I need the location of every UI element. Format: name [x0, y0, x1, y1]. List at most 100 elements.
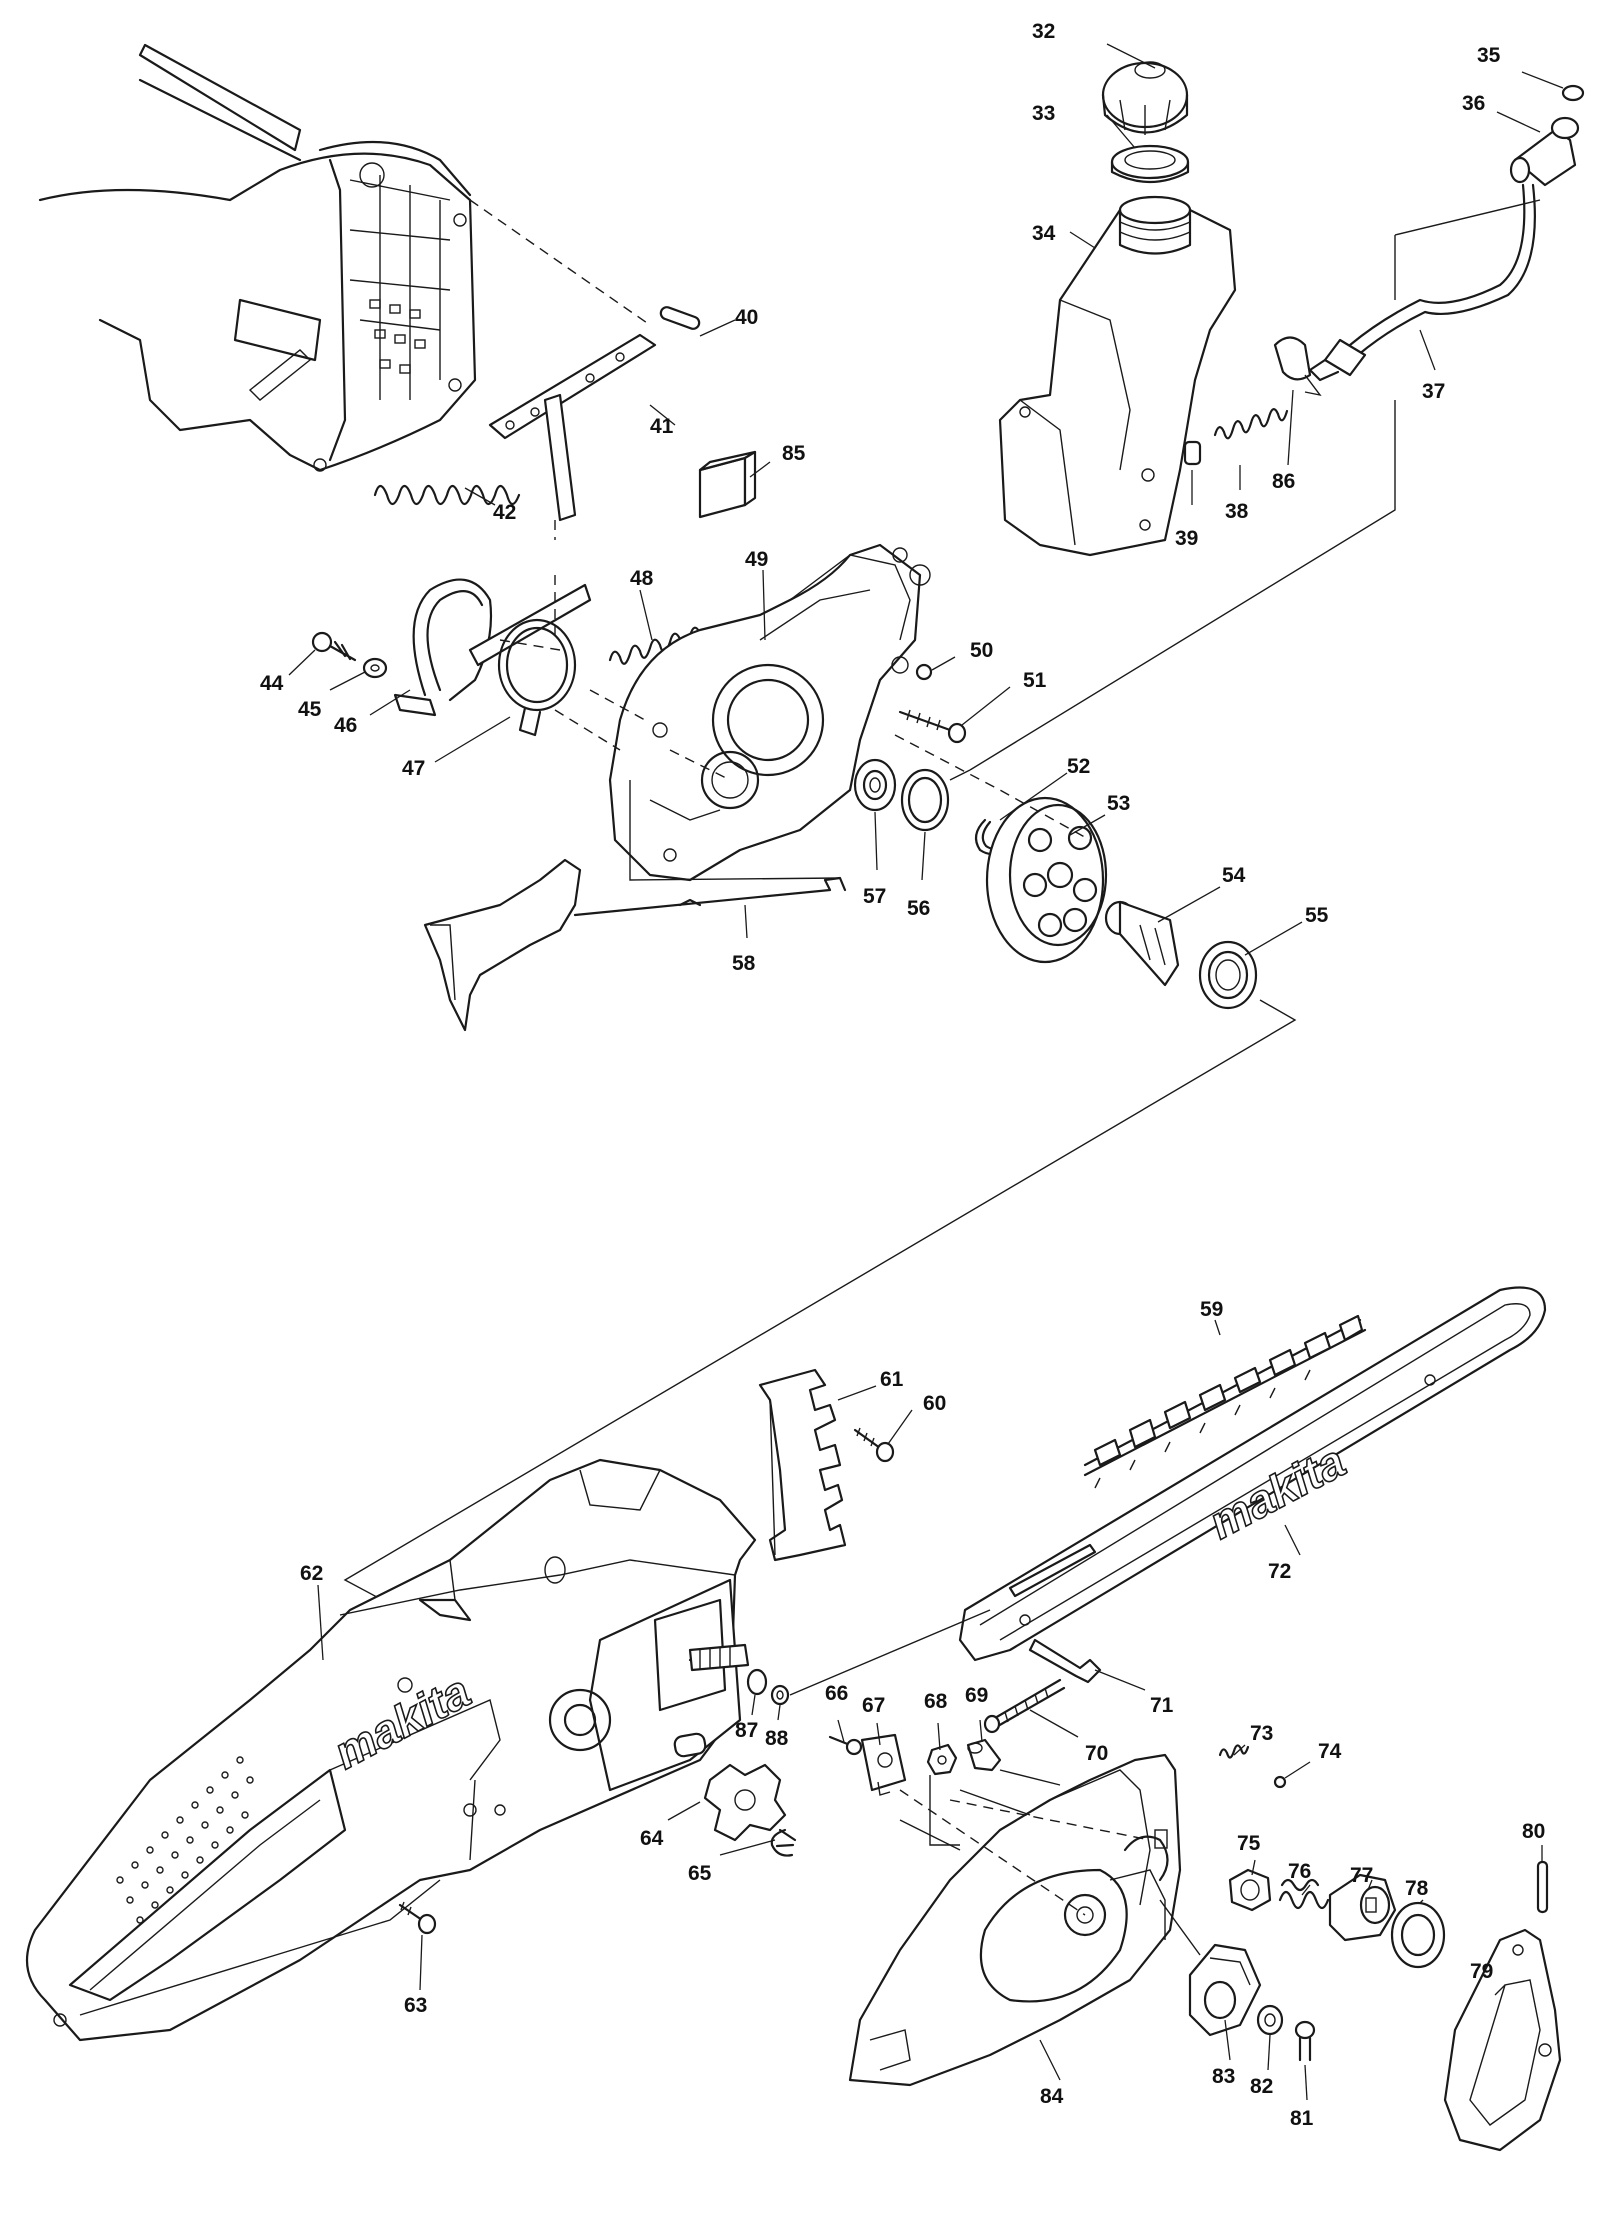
- part-label-69: 69: [965, 1684, 988, 1707]
- e-clip-65: [770, 1828, 797, 1857]
- spring-73: [1218, 1744, 1250, 1759]
- pin-40: [659, 306, 701, 330]
- gear-housing-49: [608, 543, 931, 882]
- band-47: [497, 618, 577, 737]
- oil-filter-39: [1183, 440, 1202, 466]
- part-label-39: 39: [1175, 527, 1198, 550]
- part-label-79: 79: [1470, 1960, 1493, 1983]
- part-label-66: 66: [825, 1682, 848, 1705]
- stud-71: [1028, 1638, 1102, 1684]
- spring-42: [373, 484, 521, 506]
- part-label-84: 84: [1040, 2085, 1064, 2108]
- nut-75: [1228, 1868, 1272, 1912]
- block-85: [698, 450, 757, 519]
- part-label-40: 40: [735, 306, 758, 329]
- part-label-68: 68: [924, 1690, 948, 1713]
- washer-82: [1256, 2004, 1284, 2036]
- part-label-55: 55: [1305, 904, 1329, 927]
- part-label-76: 76: [1288, 1860, 1311, 1883]
- clamp-86: [1273, 336, 1322, 397]
- part-label-60: 60: [923, 1392, 946, 1415]
- part-label-52: 52: [1067, 755, 1090, 778]
- part-label-56: 56: [907, 897, 930, 920]
- elbow-fitting-36: [1509, 116, 1580, 187]
- part-label-54: 54: [1222, 864, 1246, 887]
- part-label-57: 57: [863, 885, 886, 908]
- knob-handle-79: [1443, 1928, 1562, 2152]
- part-label-78: 78: [1405, 1877, 1429, 1900]
- plate-67: [860, 1733, 907, 1796]
- part-label-63: 63: [404, 1994, 427, 2017]
- knob-hub-77: [1328, 1873, 1397, 1942]
- screw-60: [853, 1427, 895, 1463]
- part-label-73: 73: [1250, 1722, 1273, 1745]
- main-housing-62: makita: [25, 1458, 757, 2042]
- part-label-65: 65: [688, 1862, 712, 1885]
- adjusting-screw-70: [983, 1678, 1066, 1734]
- screw-66: [828, 1735, 863, 1756]
- part-label-74: 74: [1318, 1740, 1342, 1763]
- screw-51: [898, 709, 967, 744]
- part-label-67: 67: [862, 1694, 885, 1717]
- part-label-41: 41: [650, 415, 674, 438]
- part-label-38: 38: [1225, 500, 1249, 523]
- part-label-82: 82: [1250, 2075, 1273, 2098]
- screw-44: [311, 631, 357, 662]
- bearing-55: [1198, 940, 1258, 1010]
- part-label-62: 62: [300, 1562, 323, 1585]
- part-label-86: 86: [1272, 470, 1295, 493]
- part-label-64: 64: [640, 1827, 664, 1850]
- spring-76: [1278, 1878, 1330, 1910]
- housing-gear-plate: [548, 1578, 750, 1792]
- saw-chain-59: [1083, 1314, 1367, 1489]
- seal-56: [900, 768, 950, 832]
- sprocket-cover-84: [848, 1753, 1182, 2087]
- upper-leader-lines: [288, 43, 1564, 1621]
- part-label-85: 85: [782, 442, 806, 465]
- sprocket-64: [703, 1763, 787, 1842]
- o-ring-35: [1561, 84, 1585, 102]
- part-label-70: 70: [1085, 1742, 1108, 1765]
- trigger-58: [423, 858, 847, 1032]
- shaft-54: [1104, 900, 1180, 987]
- part-label-36: 36: [1462, 92, 1485, 115]
- part-label-71: 71: [1150, 1694, 1174, 1717]
- part-label-88: 88: [765, 1727, 789, 1750]
- spring-38: [1213, 408, 1289, 440]
- washer-45: [362, 657, 388, 679]
- screw-63: [398, 1901, 437, 1935]
- bearing-57: [853, 758, 897, 812]
- part-label-59: 59: [1200, 1298, 1223, 1321]
- part-label-77: 77: [1350, 1864, 1373, 1887]
- part-label-80: 80: [1522, 1820, 1545, 1843]
- nut-68: [926, 1743, 958, 1776]
- part-label-87: 87: [735, 1719, 758, 1742]
- part-label-61: 61: [880, 1368, 904, 1391]
- part-label-44: 44: [260, 672, 284, 695]
- part-label-83: 83: [1212, 2065, 1235, 2088]
- part-label-51: 51: [1023, 669, 1047, 692]
- gasket-33: [1110, 144, 1190, 184]
- part-label-58: 58: [732, 952, 756, 975]
- washer-78: [1390, 1901, 1446, 1969]
- ball-74: [1273, 1775, 1287, 1789]
- nut-87: [746, 1668, 768, 1696]
- oil-tank-34: [998, 195, 1237, 557]
- gear-53: [985, 796, 1108, 964]
- adjuster-69: [966, 1738, 1002, 1772]
- part-label-35: 35: [1477, 44, 1501, 67]
- lower-leader-lines: [317, 1319, 1543, 2101]
- part-label-46: 46: [334, 714, 357, 737]
- part-label-34: 34: [1032, 222, 1056, 245]
- part-label-50: 50: [970, 639, 993, 662]
- brake-band-46: [393, 578, 592, 717]
- lever-link-41: [488, 333, 657, 522]
- part-label-32: 32: [1032, 20, 1055, 43]
- o-ring-50: [915, 663, 933, 681]
- part-label-75: 75: [1237, 1832, 1261, 1855]
- part-label-72: 72: [1268, 1560, 1291, 1583]
- screw-81: [1294, 2020, 1316, 2062]
- motor-housing-rear: [38, 43, 477, 472]
- washer-88: [770, 1684, 790, 1706]
